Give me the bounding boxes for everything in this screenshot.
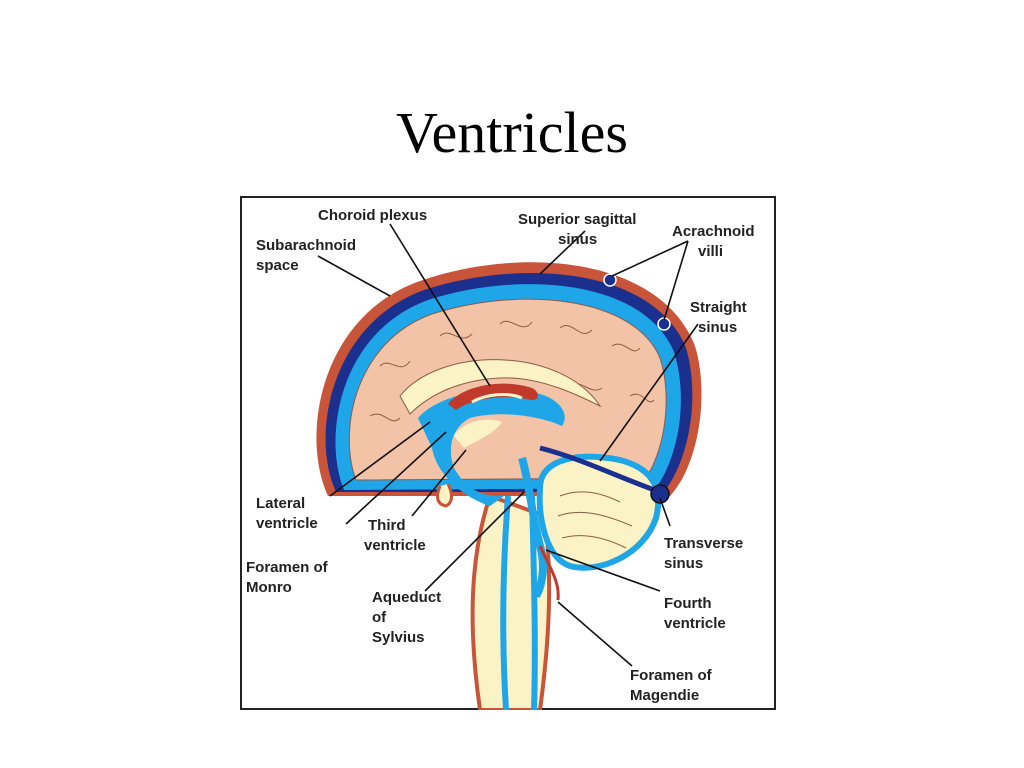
choroid-plexus xyxy=(448,383,538,410)
label-sylvius: Sylvius xyxy=(372,629,425,646)
label-superior-sagittal: Superior sagittal xyxy=(518,211,636,228)
label-third-ventricle: ventricle xyxy=(364,537,426,554)
fourth-ventricle-plexus xyxy=(538,545,560,601)
slide-title: Ventricles xyxy=(396,100,628,165)
pituitary xyxy=(436,483,453,508)
cerebellar-folia xyxy=(557,491,633,549)
label-aqueduct: Aqueduct xyxy=(372,589,441,606)
label-lateral: Lateral xyxy=(256,495,305,512)
label-subarachnoid-space: space xyxy=(256,257,299,274)
label-choroid-plexus: Choroid plexus xyxy=(318,207,427,224)
choroid-plexus-inner xyxy=(471,393,523,404)
straight-sinus-line xyxy=(539,445,661,495)
arachnoid-villi xyxy=(603,273,671,331)
label-arachnoid-villi: villi xyxy=(698,243,723,260)
transverse-sinus xyxy=(650,484,670,504)
label-third: Third xyxy=(368,517,406,534)
label-straight-sinus: sinus xyxy=(698,319,737,336)
label-foramen-magendie: Foramen of xyxy=(630,667,713,684)
label-transverse-sinus: sinus xyxy=(664,555,703,572)
label-fourth-ventricle: ventricle xyxy=(664,615,726,632)
label-monro: Monro xyxy=(246,579,292,596)
thalamus xyxy=(454,419,502,448)
label-arachnoid: Acrachnoid xyxy=(672,223,755,240)
label-straight: Straight xyxy=(690,299,747,316)
lateral-ventricle-csf xyxy=(418,389,565,506)
label-lateral-ventricle: ventricle xyxy=(256,515,318,532)
label-transverse: Transverse xyxy=(664,535,743,552)
aqueduct xyxy=(518,456,547,599)
leader-lines xyxy=(317,223,699,667)
label-superior-sagittal-sinus: sinus xyxy=(558,231,597,248)
diagram-svg: Choroid plexus Superior sagittal sinus A… xyxy=(240,196,776,710)
diagram-labels: Choroid plexus Superior sagittal sinus A… xyxy=(246,207,755,704)
label-fourth: Fourth xyxy=(664,595,711,612)
label-subarachnoid: Subarachnoid xyxy=(256,237,356,254)
label-magendie: Magendie xyxy=(630,687,699,704)
label-aqueduct-of: of xyxy=(372,609,387,626)
brain-diagram: Choroid plexus Superior sagittal sinus A… xyxy=(240,196,776,710)
label-foramen-monro: Foramen of xyxy=(246,559,329,576)
